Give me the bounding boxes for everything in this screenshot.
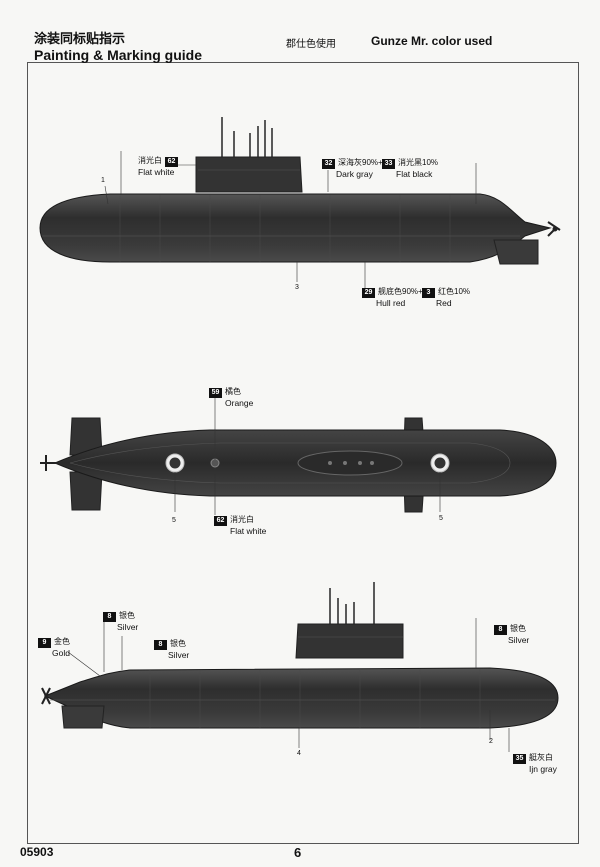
part-number-2: 2 [489, 738, 493, 745]
page-title-cn: 涂装同标贴指示 [34, 31, 126, 46]
side-view-top [39, 117, 561, 290]
part-number-1: 1 [101, 177, 105, 184]
side-view-bottom [41, 582, 559, 752]
paint-brand: Gunze Mr. color used [371, 34, 493, 48]
part-number-4: 4 [297, 750, 301, 757]
top-view [40, 398, 557, 515]
part-number-5-left: 5 [172, 517, 176, 524]
page-title: Painting & Marking guide [34, 47, 203, 63]
paint-brand-cn: 郡仕色使用 [286, 39, 336, 50]
part-number-5-right: 5 [439, 515, 443, 522]
page-frame [27, 62, 579, 844]
page-number: 6 [294, 845, 302, 860]
product-code: 05903 [20, 845, 54, 859]
part-number-3: 3 [295, 284, 299, 291]
